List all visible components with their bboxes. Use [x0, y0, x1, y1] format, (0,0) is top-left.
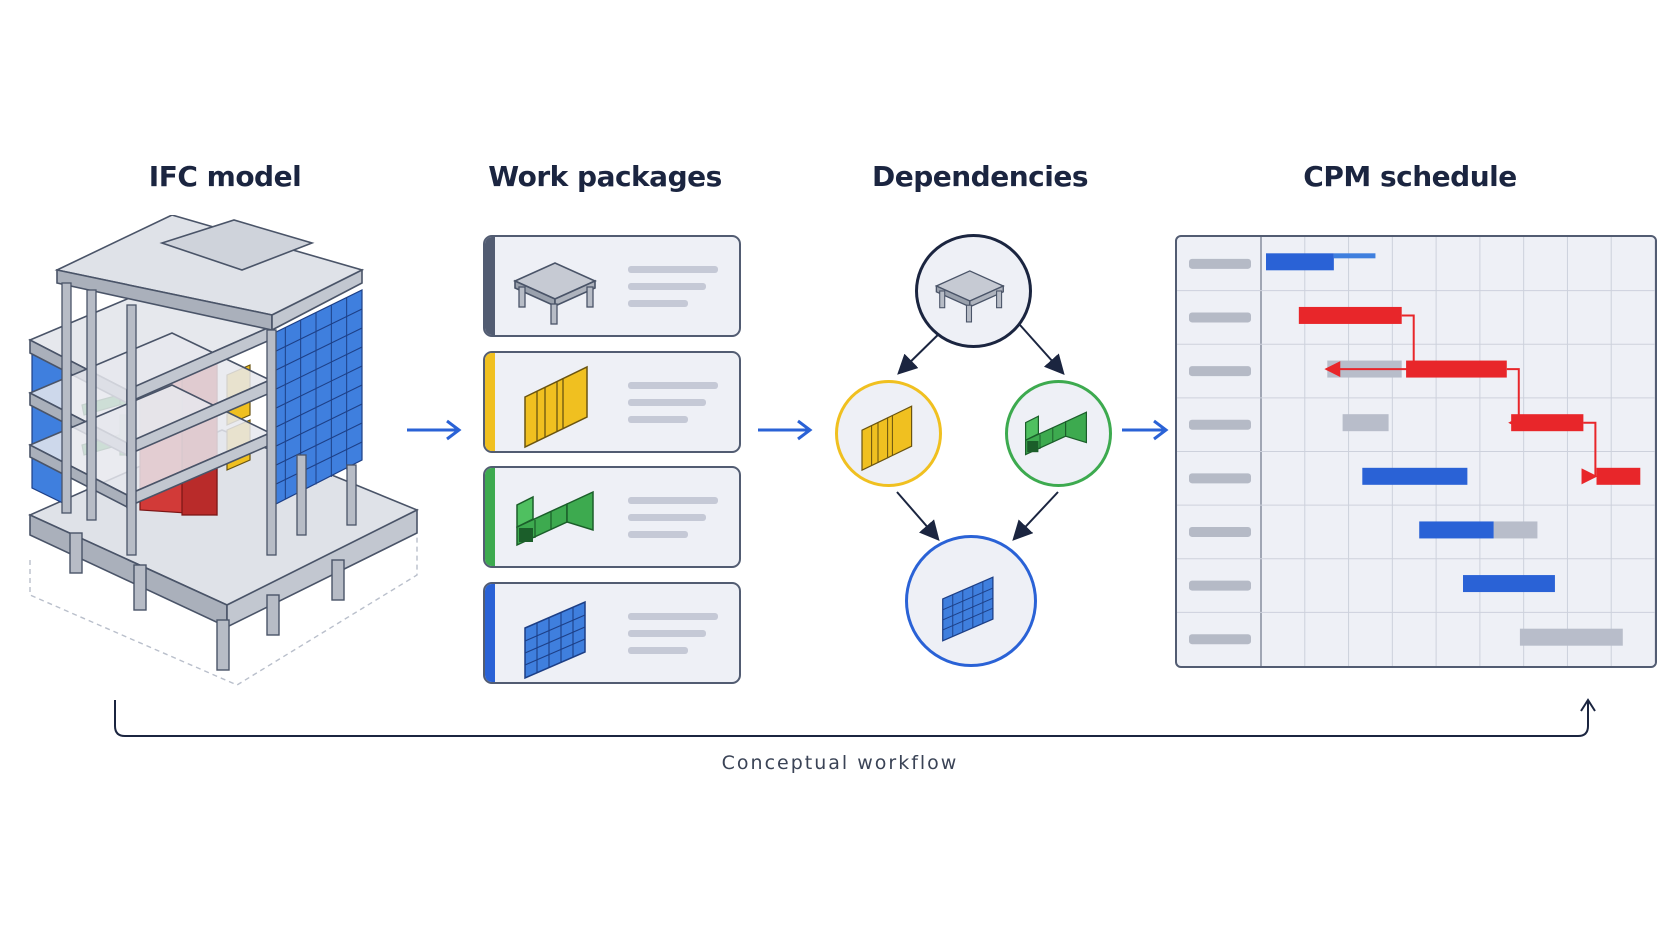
card-text-line [628, 514, 706, 521]
dependency-node-slab[interactable] [915, 234, 1032, 348]
card-accent-bar [485, 468, 495, 566]
workflow-caption: Conceptual workflow [721, 752, 959, 774]
work-package-card-ducts[interactable] [483, 466, 741, 568]
facade-transom [269, 346, 363, 393]
card-text-line [628, 497, 718, 504]
facade-transom [269, 403, 363, 450]
duct-icon [516, 490, 594, 547]
gantt-bar-normal [1419, 521, 1494, 539]
ifc-building-model [28, 215, 419, 686]
card-text-line [628, 266, 718, 273]
gantt-bar-float [1342, 414, 1389, 432]
gantt-row-label [1189, 366, 1251, 377]
cpm-schedule-panel [1175, 235, 1657, 668]
gantt-row-label [1189, 312, 1251, 323]
wall-panel-icon [524, 365, 588, 449]
dependency-edge [896, 491, 940, 542]
gantt-bar-critical [1596, 467, 1641, 485]
gantt-bar-critical [1406, 360, 1507, 378]
card-accent-bar [485, 237, 495, 335]
curtain-wall-icon [942, 576, 994, 642]
duct-icon [1025, 411, 1087, 456]
gantt-bar-extension [1333, 253, 1376, 259]
facade-transom [269, 422, 363, 469]
facade-transom [269, 327, 363, 374]
gantt-row-label [1189, 526, 1251, 537]
card-text-line [628, 399, 706, 406]
facade-transom [269, 308, 363, 355]
bracket-arrowhead [1580, 698, 1596, 712]
card-text-line [628, 630, 706, 637]
gantt-row-label [1189, 419, 1251, 430]
card-text-line [628, 283, 706, 290]
flow-arrow-2 [758, 419, 813, 441]
gantt-bar-critical [1511, 414, 1584, 432]
columns [61, 282, 357, 556]
slab-icon [513, 262, 597, 325]
dependency-node-facade[interactable] [905, 535, 1037, 667]
gantt-row-label [1189, 258, 1251, 269]
card-text-line [628, 416, 688, 423]
card-text-line [628, 647, 688, 654]
card-text-line [628, 300, 688, 307]
stage-title-cpm-schedule: CPM schedule [1303, 160, 1517, 193]
critical-path-link [1581, 421, 1598, 485]
slab-icon [934, 270, 1005, 323]
facade-transom [269, 365, 363, 412]
gantt-row-label [1189, 580, 1251, 591]
dependency-edge [1019, 324, 1065, 375]
flow-arrow-1 [407, 419, 462, 441]
card-text-line [628, 531, 688, 538]
flow-arrow-3 [1122, 419, 1169, 441]
pilotis [69, 532, 345, 671]
work-package-card-slab[interactable] [483, 235, 741, 337]
stage-title-work-packages: Work packages [488, 160, 722, 193]
gantt-bar-float [1519, 628, 1623, 646]
work-package-card-walls[interactable] [483, 351, 741, 453]
wall-panel-icon [861, 405, 913, 472]
dependency-edge [1012, 491, 1059, 541]
curtain-wall-grid [269, 297, 363, 500]
stage-title-dependencies: Dependencies [871, 160, 1089, 193]
gantt-row-label [1189, 473, 1251, 484]
gantt-bar-normal [1266, 253, 1334, 271]
critical-path-link [1506, 368, 1525, 431]
gantt-bar-extension [1493, 521, 1538, 539]
gantt-bar-critical [1298, 306, 1402, 324]
card-accent-bar [485, 353, 495, 451]
curtain-wall-icon [524, 600, 586, 680]
work-package-card-facade[interactable] [483, 582, 741, 684]
card-text-line [628, 613, 718, 620]
dependency-node-ducts[interactable] [1005, 380, 1112, 487]
critical-path-link [1324, 314, 1415, 378]
facade-transom [269, 384, 363, 431]
gantt-row-label [1189, 634, 1251, 645]
card-accent-bar [485, 584, 495, 682]
facade-transom [269, 441, 363, 488]
gantt-bar-normal [1463, 575, 1555, 593]
dependency-node-walls[interactable] [835, 380, 942, 487]
roof-slab [54, 215, 365, 332]
card-text-line [628, 382, 718, 389]
gantt-chart [1177, 237, 1655, 666]
stage-title-ifc-model: IFC model [148, 160, 302, 193]
gantt-bar-normal [1362, 467, 1468, 485]
